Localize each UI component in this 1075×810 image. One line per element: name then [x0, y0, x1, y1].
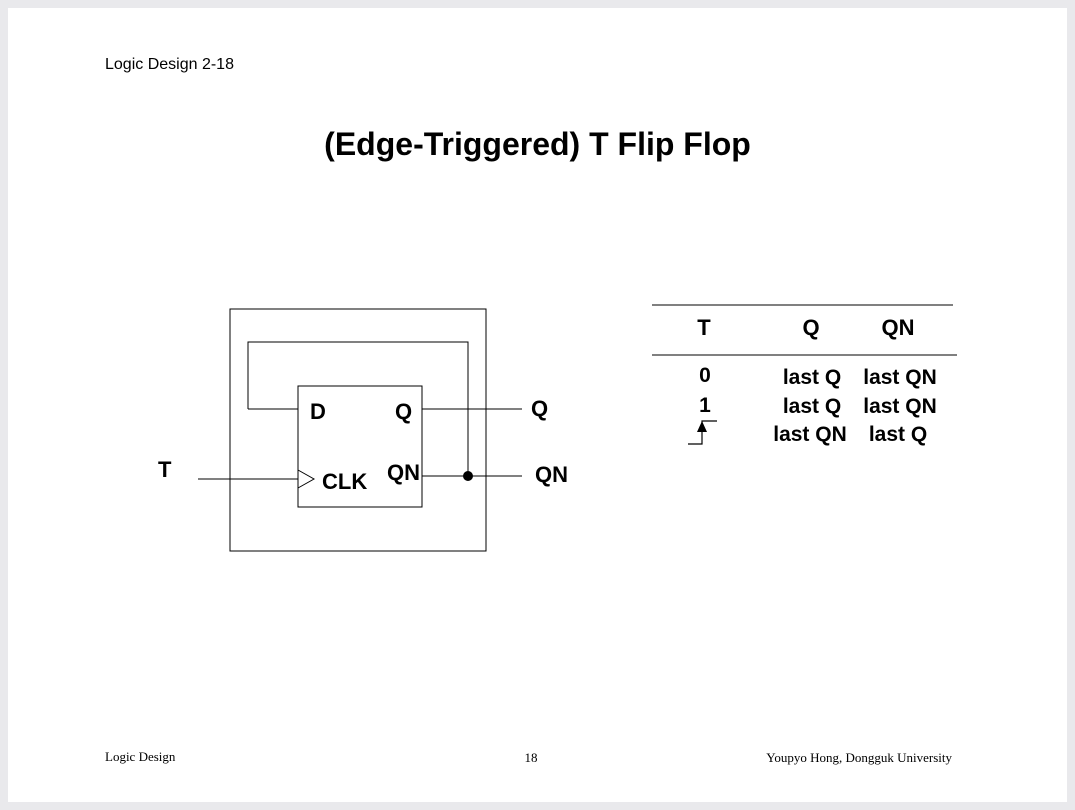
output-q-label: Q	[531, 396, 548, 421]
table-row-2-qn: last Q	[869, 423, 927, 446]
pin-qn-label: QN	[387, 460, 420, 485]
rising-edge-icon	[688, 420, 717, 445]
pin-q-label: Q	[395, 399, 412, 424]
table-row-2-q: last QN	[773, 423, 847, 446]
input-t-label: T	[158, 457, 172, 482]
footer-course: Logic Design	[105, 749, 176, 764]
table-row-0-qn: last QN	[863, 366, 937, 389]
page-number: 18	[524, 750, 538, 765]
table-header-qn: QN	[882, 315, 915, 340]
slide-header: Logic Design 2-18	[105, 56, 234, 73]
table-row-0-q: last Q	[783, 366, 841, 389]
table-row-1-q: last Q	[783, 395, 841, 418]
clock-triangle-icon	[297, 469, 316, 489]
page-title: (Edge-Triggered) T Flip Flop	[324, 126, 751, 162]
pin-d-label: D	[310, 399, 326, 424]
slide: Logic Design 2-18 (Edge-Triggered) T Fli…	[8, 8, 1067, 802]
slide-graphics: T D Q CLK QN Q QN T Q QN 0 last Q last Q…	[158, 304, 957, 552]
pin-clk-label: CLK	[322, 469, 367, 494]
truth-table: T Q QN 0 last Q last QN 1 last Q last QN…	[652, 304, 957, 446]
d-flip-flop-box	[297, 385, 423, 508]
table-header-t: T	[697, 315, 711, 340]
t-flip-flop-diagram	[198, 308, 522, 552]
junction-dot	[463, 471, 473, 481]
table-row-0-t: 0	[699, 364, 711, 387]
output-qn-label: QN	[535, 462, 568, 487]
table-row-1-qn: last QN	[863, 395, 937, 418]
footer-author: Youpyo Hong, Dongguk University	[766, 750, 952, 765]
outer-box	[229, 308, 487, 552]
table-row-1-t: 1	[699, 394, 711, 417]
table-header-q: Q	[802, 315, 819, 340]
